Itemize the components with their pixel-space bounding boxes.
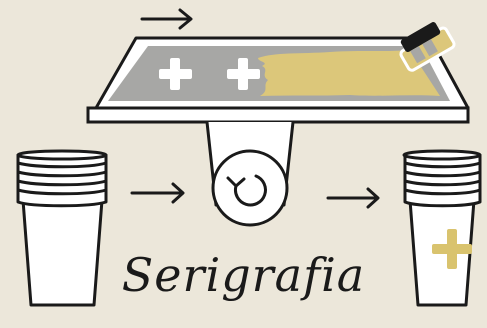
arrow-right-icon	[132, 184, 183, 202]
press-arm	[207, 122, 293, 225]
top-arrow-icon	[142, 10, 191, 28]
arrow-right-icon	[328, 189, 378, 207]
diagram-title: Serigrafia	[0, 248, 487, 302]
